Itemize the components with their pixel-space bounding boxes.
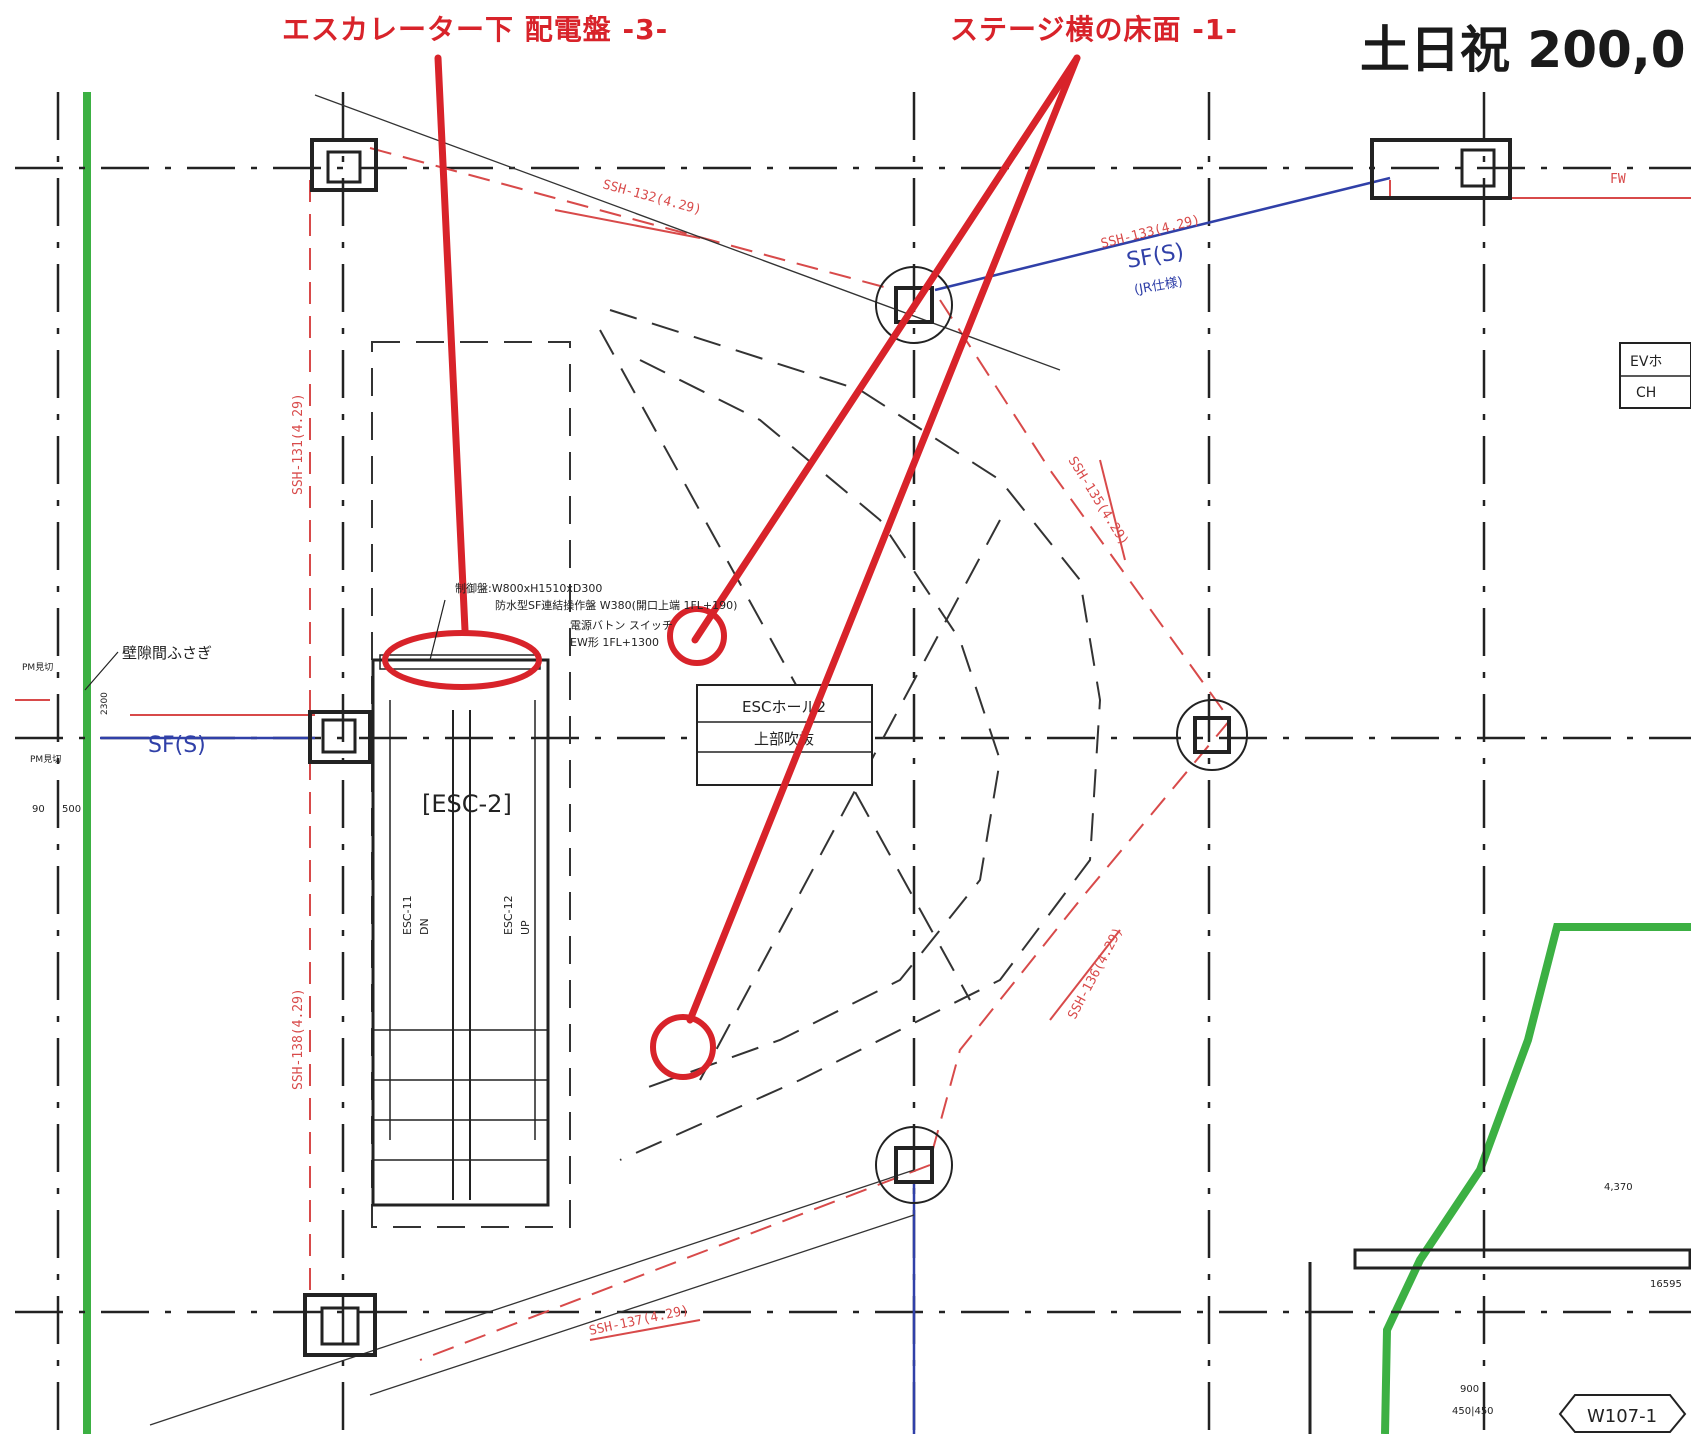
w107-tag: W107-1	[1558, 1394, 1687, 1433]
label-ssh-138: SSH-138(4.29)	[291, 988, 306, 1090]
label-pm-left-1: PM見切	[22, 662, 53, 673]
label-jr-spec: (JR仕様)	[1133, 275, 1184, 298]
round-columns	[875, 266, 1248, 1204]
label-dim-4370: 4,370	[1604, 1182, 1633, 1193]
label-dim-500: 500	[62, 804, 81, 815]
label-dim-90: 90	[32, 804, 45, 815]
label-esc-11: ESC-11	[401, 895, 414, 935]
label-wall-gap: 壁隙間ふさぎ	[122, 644, 212, 662]
label-sf-s-left: SF(S)	[148, 733, 206, 758]
label-dn: DN	[418, 918, 431, 935]
green-boundary	[83, 92, 1691, 1434]
label-esc-2: [ESC-2]	[422, 790, 512, 818]
esc-hall-label-1: ESCホール2	[742, 698, 826, 716]
ev-hall-box: EVホ CH	[1619, 342, 1691, 409]
column-a3	[303, 1293, 377, 1357]
panel-note-1: 制御盤:W800xH1510xD300	[455, 581, 602, 595]
escalator	[371, 654, 550, 1207]
annotation-escalator-panel: エスカレーター下 配電盤 -3-	[282, 13, 669, 46]
void-outline	[371, 309, 1102, 1228]
label-ssh-135: SSH-135(4.29)	[1065, 454, 1132, 548]
column-c1	[1370, 138, 1512, 200]
panel-note-4: EW形 1FL+1300	[570, 636, 659, 649]
label-ssh-131: SSH-131(4.29)	[291, 393, 306, 495]
esc-hall-box: ESCホール2 上部吹抜	[696, 684, 873, 786]
label-ssh-137: SSH-137(4.29)	[588, 1303, 691, 1339]
panel-note-3: 電源バトン スイッチ	[570, 618, 673, 632]
w107-label: W107-1	[1587, 1406, 1657, 1427]
label-dim-2300: 2300	[100, 692, 110, 715]
ev-hall-label-1: EVホ	[1630, 354, 1662, 370]
sf-blue-lines	[100, 176, 1391, 1434]
label-ssh-136: SSH-136(4.29)	[1065, 925, 1126, 1022]
annotation-weekend-price: 土日祝 200,0	[1360, 21, 1686, 79]
label-esc-12: ESC-12	[502, 895, 515, 935]
label-fw: FW	[1610, 172, 1626, 187]
label-ssh-132: SSH-132(4.29)	[601, 177, 703, 218]
column-a1	[310, 138, 378, 192]
label-dim-16595: 16595	[1650, 1279, 1682, 1290]
label-sf-s: SF(S)	[1125, 239, 1186, 274]
label-up: UP	[519, 920, 532, 935]
ev-hall-label-2: CH	[1636, 385, 1656, 401]
column-a2	[308, 710, 372, 764]
annotation-leaders	[382, 54, 1081, 1080]
annotation-stage-floor: ステージ横の床面 -1-	[950, 13, 1238, 46]
label-dim-900: 900	[1460, 1384, 1479, 1395]
panel-note-2: 防水型SF連結操作盤 W380(開口上端 1FL+190)	[495, 598, 737, 612]
label-pm-left-2: PM見切	[30, 754, 61, 765]
label-dim-450: 450|450	[1452, 1406, 1494, 1417]
columns	[303, 138, 1691, 1434]
